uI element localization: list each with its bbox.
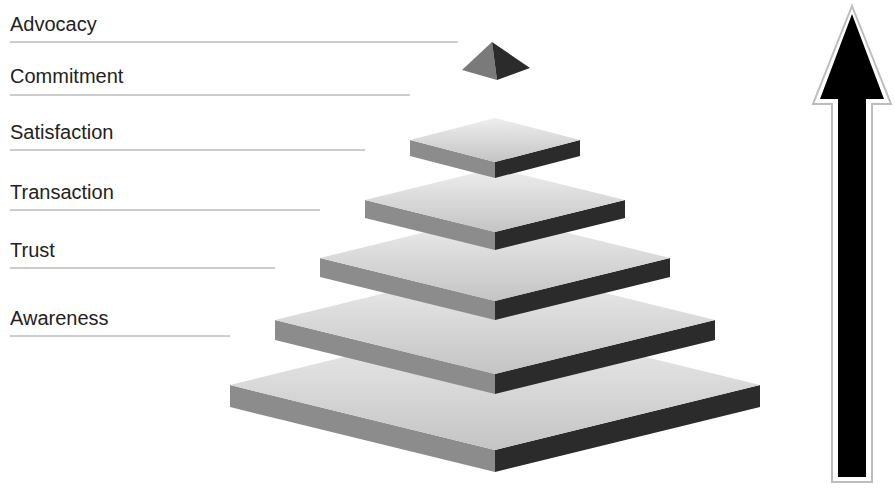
pyramid-slabs bbox=[230, 42, 760, 472]
level-label: Transaction bbox=[10, 180, 114, 204]
level-label: Awareness bbox=[10, 306, 109, 330]
level-label: Advocacy bbox=[10, 12, 97, 36]
level-label: Trust bbox=[10, 238, 55, 262]
level-label: Commitment bbox=[10, 64, 123, 88]
up-arrow bbox=[813, 6, 891, 482]
level-label: Satisfaction bbox=[10, 120, 113, 144]
